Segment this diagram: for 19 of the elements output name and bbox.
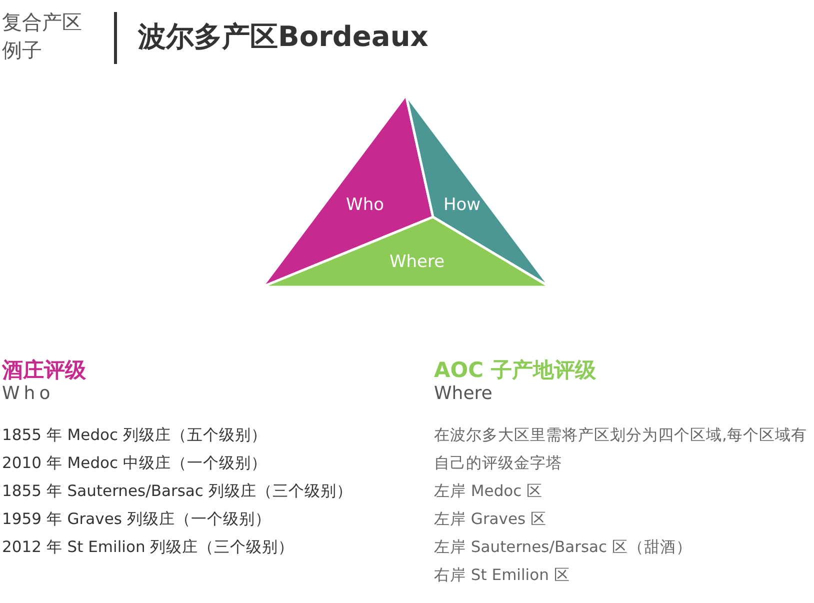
section-tag: 复合产区例子 xyxy=(2,8,98,64)
list-item: 左岸 Sauternes/Barsac 区（甜酒） xyxy=(434,537,693,558)
list-item: 1959 年 Graves 列级庄（一个级别） xyxy=(2,509,272,530)
segment-label: How xyxy=(443,195,481,215)
list-item: 在波尔多大区里需将产区划分为四个区域,每个区域有自己的评级金字塔 xyxy=(434,425,808,474)
section-heading: AOC 子产地评级 xyxy=(434,357,596,384)
title: 波尔多产区Bordeaux xyxy=(138,19,428,55)
list-item: 左岸 Medoc 区 xyxy=(434,481,544,502)
list-item: 右岸 St Emilion 区 xyxy=(434,565,571,586)
segment-label: Who xyxy=(346,195,384,215)
section-subheading: Who xyxy=(2,383,54,404)
list-item: 2012 年 St Emilion 列级庄（三个级别） xyxy=(2,537,296,558)
list-item: 1855 年 Medoc 列级庄（五个级别） xyxy=(2,425,268,446)
segment-label: Where xyxy=(389,252,445,272)
list-item: 1855 年 Sauternes/Barsac 列级庄（三个级别） xyxy=(2,481,354,502)
list-item: 2010 年 Medoc 中级庄（一个级别） xyxy=(2,453,268,474)
list-item: 左岸 Graves 区 xyxy=(434,509,548,530)
section-subheading: Where xyxy=(434,383,492,404)
section-heading: 酒庄评级 xyxy=(2,357,86,384)
